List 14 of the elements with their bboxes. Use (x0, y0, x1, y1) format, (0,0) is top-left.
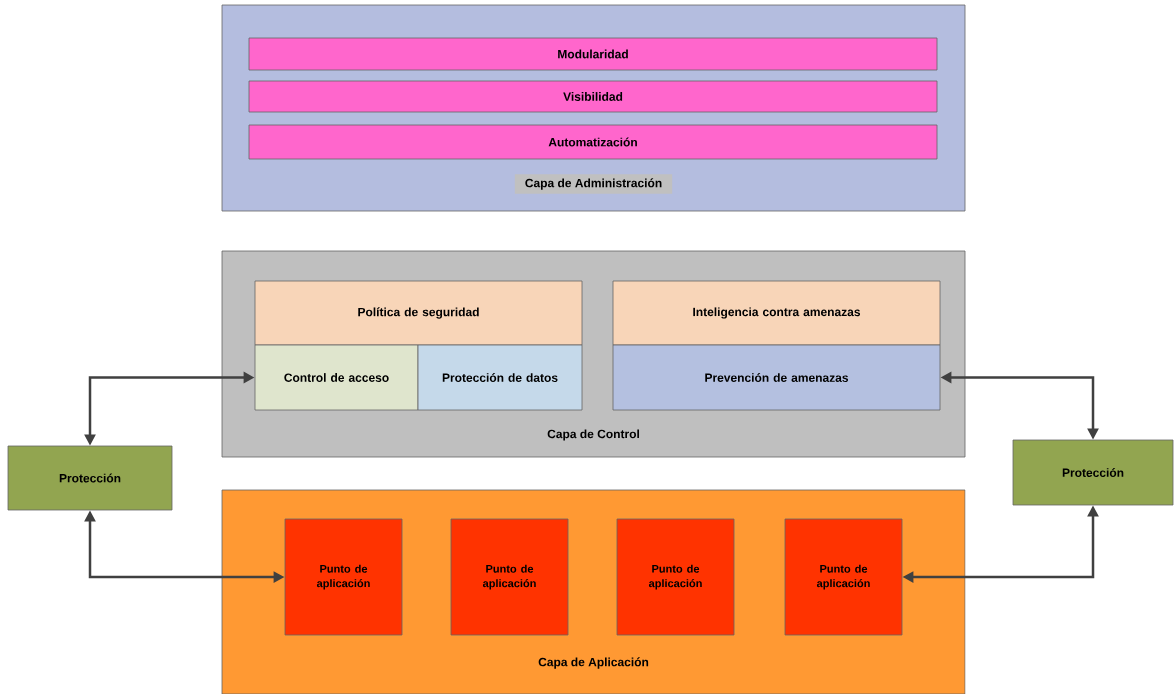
feature-bar: Visibilidad (248, 80, 938, 113)
function-box: Política de seguridad (254, 280, 583, 346)
enforcement-point-box: Punto de aplicación (616, 518, 735, 636)
enforcement-point-box: Punto de aplicación (784, 518, 903, 636)
function-box: Prevención de amenazas (612, 344, 941, 411)
function-box: Inteligencia contra amenazas (612, 280, 941, 346)
enforcement-point-box: Punto de aplicación (284, 518, 403, 636)
enforcement-point-box: Punto de aplicación (450, 518, 569, 636)
protection-box: Protección (1012, 439, 1174, 506)
protection-box: Protección (7, 445, 173, 511)
function-box: Control de acceso (254, 344, 419, 411)
function-box: Protección de datos (417, 344, 583, 411)
feature-bar: Automatización (248, 124, 938, 160)
feature-bar: Modularidad (248, 37, 938, 71)
